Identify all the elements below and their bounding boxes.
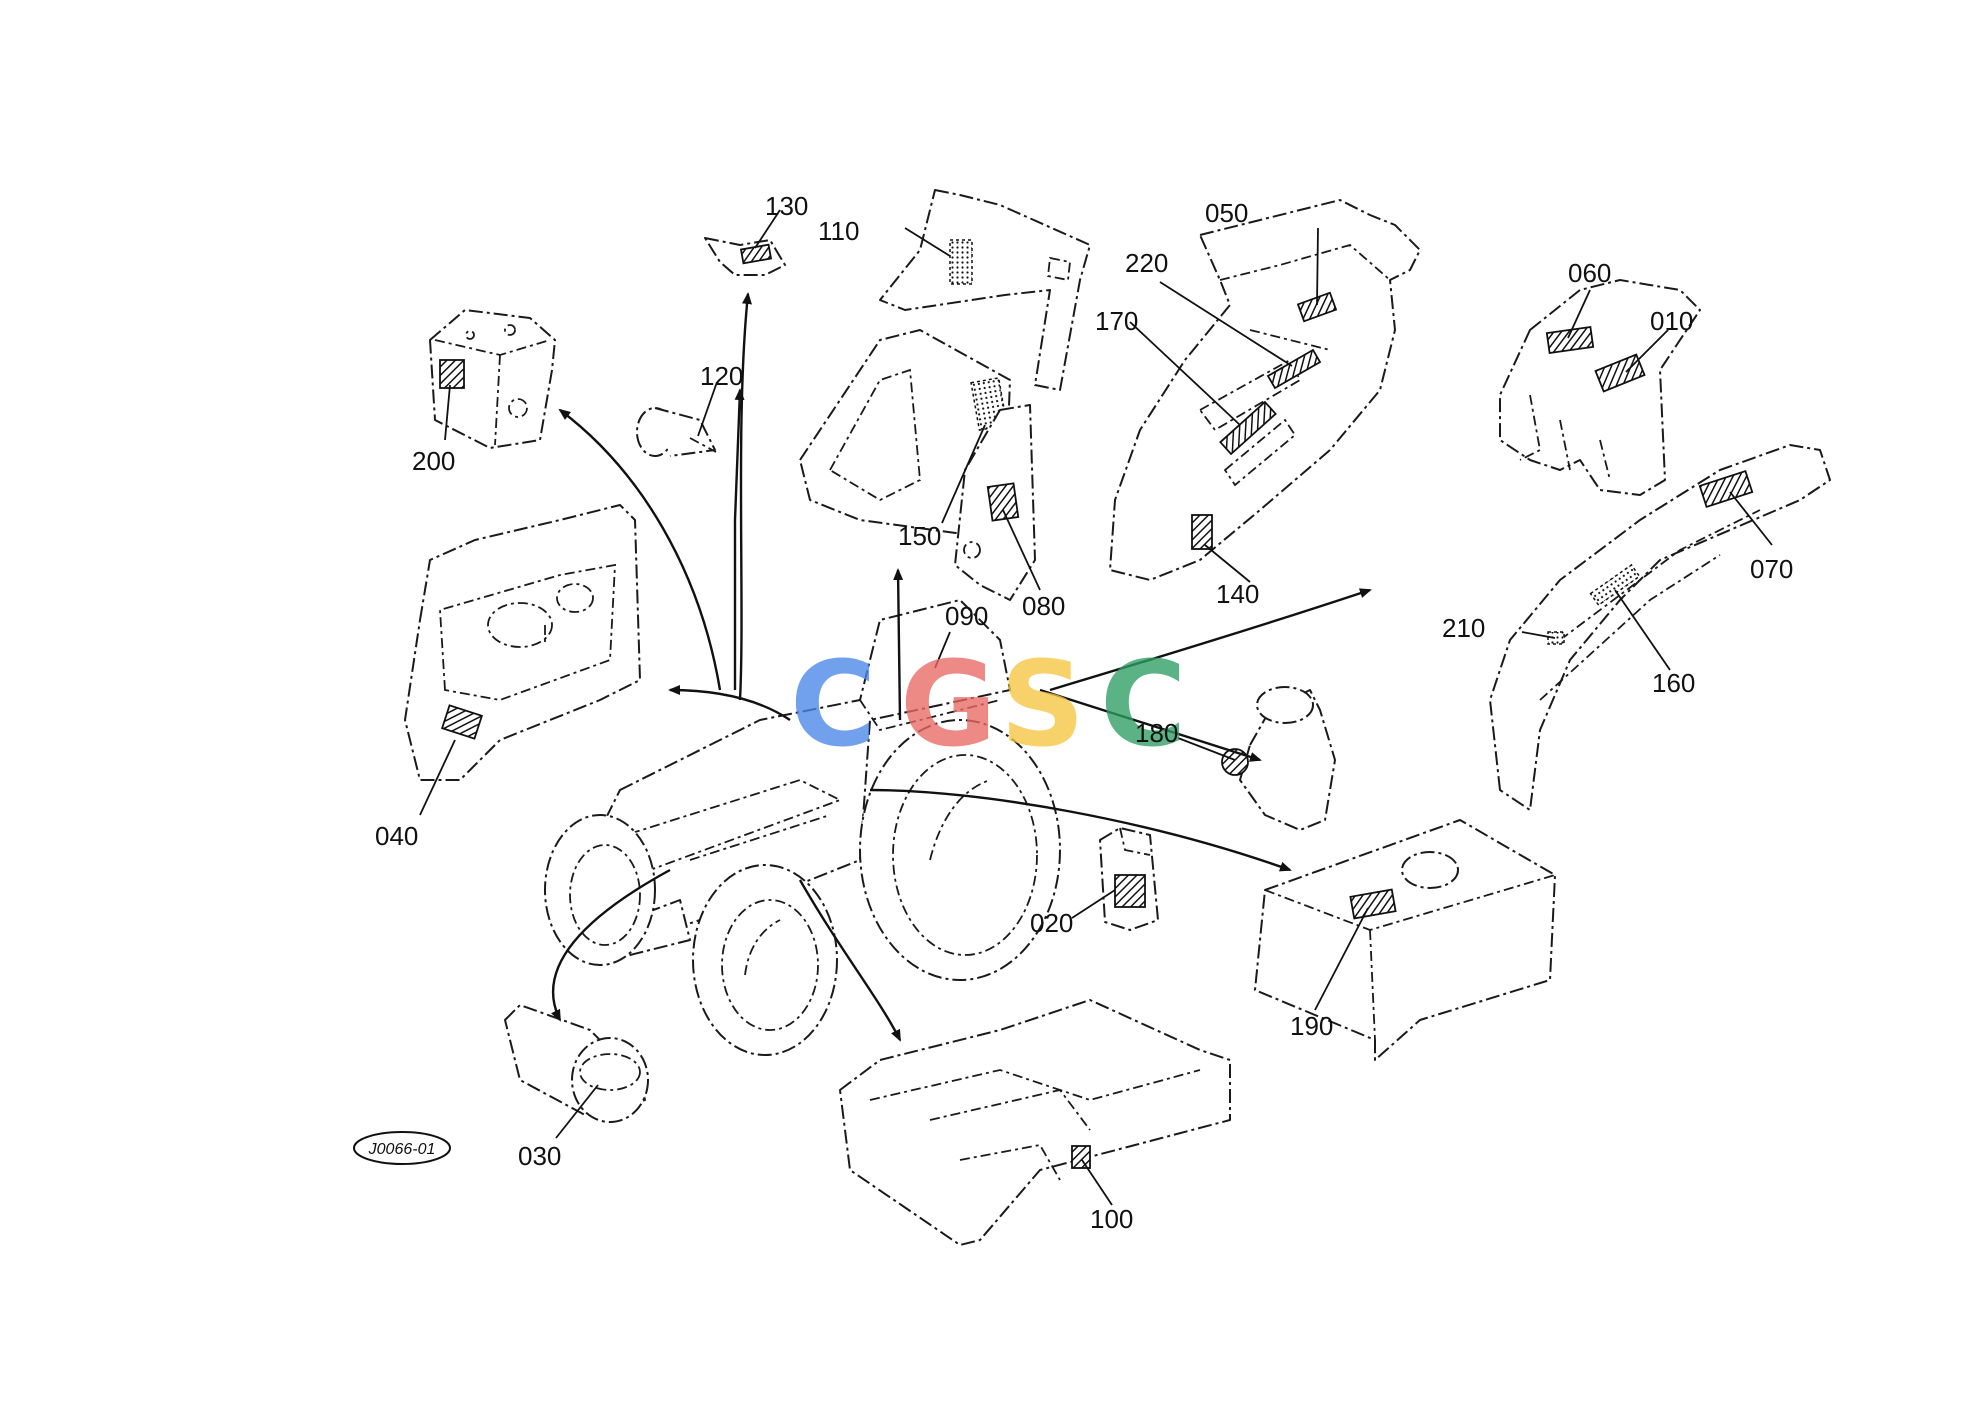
reference-code: J0066-01 xyxy=(368,1141,436,1158)
part-180-pump xyxy=(1221,686,1336,831)
callout-140: 140 xyxy=(1216,579,1259,609)
explosion-arrows xyxy=(551,292,1372,1042)
callout-170: 170 xyxy=(1095,306,1138,336)
decal-210 xyxy=(1547,631,1565,645)
part-190-tank xyxy=(1254,819,1556,1061)
callout-120: 120 xyxy=(700,361,743,391)
part-120-knob xyxy=(636,407,717,457)
part-010-cover xyxy=(1499,279,1701,496)
decal-070 xyxy=(1698,469,1754,509)
callout-110: 110 xyxy=(818,216,859,246)
callout-030: 030 xyxy=(518,1141,561,1171)
watermark-letter-c2: C xyxy=(1100,635,1187,773)
callout-050: 050 xyxy=(1205,198,1248,228)
part-020-block xyxy=(1099,827,1159,931)
watermark-letter-c1: C xyxy=(790,635,877,773)
part-110-cover xyxy=(879,189,1091,391)
callout-010: 010 xyxy=(1650,306,1693,336)
callout-190: 190 xyxy=(1290,1011,1333,1041)
decal-200 xyxy=(439,359,465,389)
decal-190 xyxy=(1349,888,1397,920)
callouts: 050 220 170 140 060 010 070 160 210 110 … xyxy=(375,191,1793,1234)
part-050-hood xyxy=(1109,199,1421,581)
decal-060 xyxy=(1545,326,1595,354)
part-100-floor xyxy=(839,999,1231,1246)
decal-110 xyxy=(949,239,973,285)
callout-210: 210 xyxy=(1442,613,1485,643)
decal-170 xyxy=(1219,400,1277,456)
decal-220 xyxy=(1266,348,1322,390)
decal-020 xyxy=(1114,874,1146,908)
part-070-fender xyxy=(1489,444,1831,811)
callout-040: 040 xyxy=(375,821,418,851)
watermark-letter-g: G xyxy=(900,635,997,773)
callout-100: 100 xyxy=(1090,1204,1133,1234)
front-wheel-left xyxy=(544,814,656,966)
callout-130: 130 xyxy=(765,191,808,221)
part-130-bracket xyxy=(704,237,786,276)
callout-090: 090 xyxy=(945,601,988,631)
callout-180: 180 xyxy=(1135,718,1178,748)
decal-010 xyxy=(1594,353,1646,393)
front-wheel-right xyxy=(692,864,838,1056)
leader-lines xyxy=(419,209,1773,1206)
callout-060: 060 xyxy=(1568,258,1611,288)
decal-100 xyxy=(1071,1145,1091,1169)
part-040-dashboard xyxy=(404,504,641,781)
callout-150: 150 xyxy=(898,521,941,551)
decal-050 xyxy=(1296,291,1338,323)
rear-wheel xyxy=(859,719,1061,981)
watermark-letter-s: S xyxy=(1000,635,1085,773)
decal-160 xyxy=(1589,563,1641,607)
callout-020: 020 xyxy=(1030,908,1073,938)
callout-080: 080 xyxy=(1022,591,1065,621)
cgsc-watermark: C G S C xyxy=(790,635,1187,773)
decal-040 xyxy=(440,704,484,740)
reference-code-stamp: J0066-01 xyxy=(353,1131,451,1165)
part-080-panel xyxy=(954,404,1036,601)
decal-180 xyxy=(1221,748,1249,776)
part-030-filter xyxy=(504,1004,649,1123)
callout-070: 070 xyxy=(1750,554,1793,584)
callout-160: 160 xyxy=(1652,668,1695,698)
callout-200: 200 xyxy=(412,446,455,476)
part-200-cap xyxy=(429,309,556,449)
decal-080 xyxy=(986,482,1020,522)
decal-140 xyxy=(1191,514,1213,550)
callout-220: 220 xyxy=(1125,248,1168,278)
